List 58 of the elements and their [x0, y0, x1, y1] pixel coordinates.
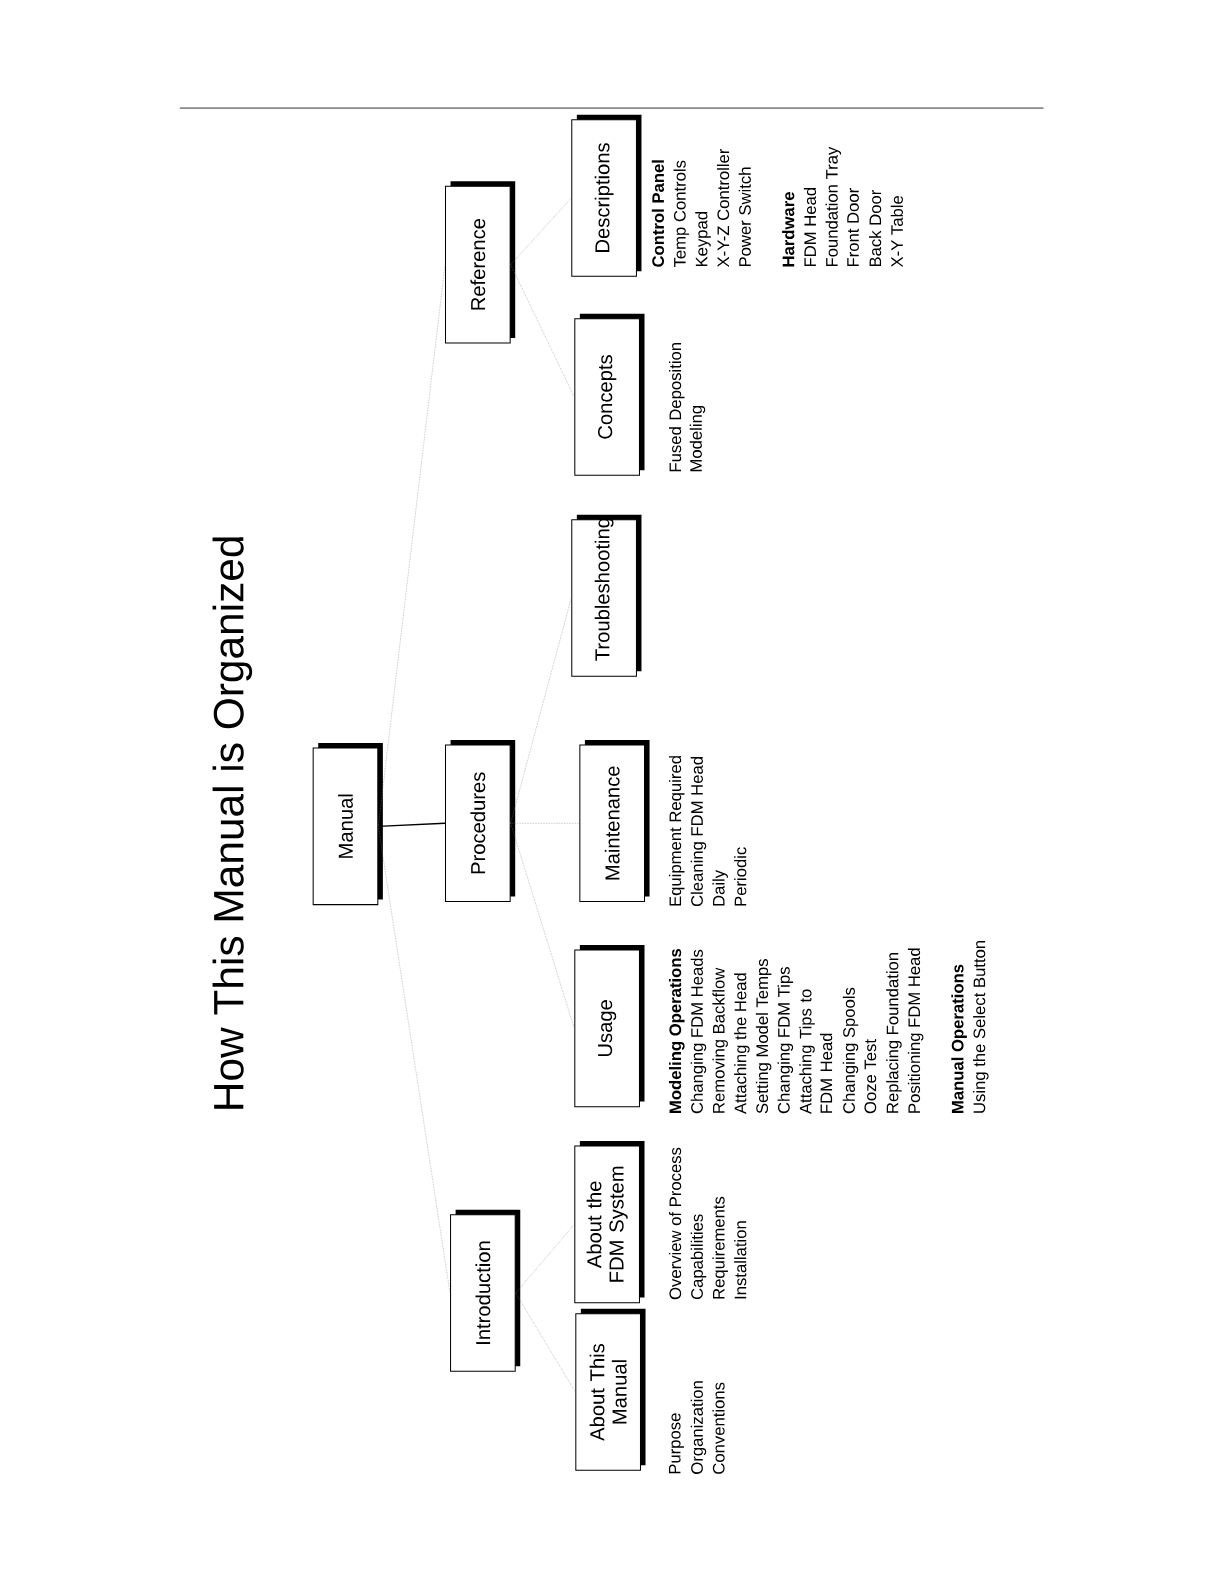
section-box: Procedures — [444, 739, 516, 903]
topic-text: Fused Deposition Modeling — [668, 343, 706, 472]
title: How This Manual is Organized — [212, 537, 252, 1109]
topic-text: Daily — [712, 869, 728, 906]
section-box: Troubleshooting — [571, 514, 642, 677]
connector-line — [510, 197, 572, 265]
topic-text: Using the Select Button — [972, 940, 989, 1113]
section-box: Manual — [312, 743, 383, 906]
section-box: Concepts — [574, 313, 645, 476]
topic-text: Changing Spools — [842, 987, 859, 1114]
topic-text: Back Door — [868, 189, 882, 267]
topic-text: X-Y Table — [890, 195, 903, 268]
topic-text: Temp Controls — [673, 160, 689, 268]
topic-text: Changing FDM Heads — [690, 949, 707, 1114]
section-box: Usage — [574, 945, 645, 1108]
topic-text: Power Switch — [738, 167, 751, 267]
section-box: Introduction — [449, 1209, 521, 1372]
topic-text: Front Door — [847, 188, 859, 267]
topic-text: X-Y-Z Controller — [716, 148, 729, 268]
connector-line — [377, 264, 446, 827]
section-box: Descriptions — [571, 114, 642, 277]
topic-text: Keypad — [695, 212, 711, 267]
topic-text: Ooze Test — [864, 1039, 877, 1114]
heading: Hardware — [781, 192, 795, 267]
topic-text: Installation — [733, 1221, 747, 1299]
topic-text: Attaching Tips to FDM Head — [799, 989, 833, 1114]
topic-text: Capabilities — [690, 1214, 707, 1300]
section-box: About This Manual — [575, 1308, 646, 1471]
topic-text: Conventions — [712, 1382, 725, 1474]
topic-text: Setting Model Temps — [755, 959, 772, 1114]
topic-text: Attaching the Head — [733, 973, 750, 1114]
connector-line — [515, 1224, 575, 1294]
heading: Control Panel — [651, 160, 664, 267]
heading: Manual Operations — [951, 964, 967, 1113]
connector-line — [510, 823, 580, 824]
topic-text: Replacing Foundation — [886, 953, 902, 1113]
topic-text: Changing FDM Tips — [777, 967, 793, 1114]
connector-line — [515, 1292, 576, 1393]
connector-line — [377, 826, 451, 1294]
topic-text: Cleaning FDM Head — [690, 757, 707, 907]
topic-text: FDM Head — [803, 188, 816, 267]
connector-line — [510, 264, 575, 398]
topic-text: Positioning FDM Head — [907, 948, 924, 1113]
topic-text: Requirements — [712, 1196, 728, 1299]
topic-text: Equipment Required — [668, 756, 685, 906]
topic-text: Foundation Tray — [825, 146, 841, 267]
connector-line — [377, 822, 446, 828]
topic-text: Purpose — [668, 1413, 684, 1474]
topic-text: Organization — [690, 1381, 707, 1474]
connector-line — [510, 823, 575, 1029]
section-box: About the FDM System — [574, 1141, 645, 1304]
heading: Modeling Operations — [668, 948, 685, 1113]
section-box: Reference — [444, 181, 516, 344]
connector-line — [510, 597, 572, 824]
topic-text: Removing Backflow — [712, 967, 728, 1113]
section-box: Maintenance — [579, 739, 650, 903]
topic-text: Periodic — [733, 847, 747, 906]
topic-text: Overview of Process — [668, 1147, 682, 1300]
